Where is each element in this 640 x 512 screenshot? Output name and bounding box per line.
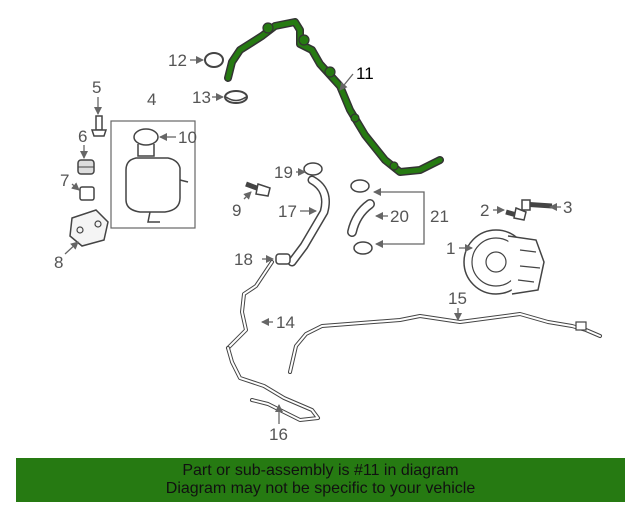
bolt-part-9[interactable] (245, 181, 271, 197)
leader-21-upper (373, 188, 425, 216)
part-label-4: 4 (147, 90, 156, 109)
part-label-21: 21 (430, 207, 449, 226)
part-label-16: 16 (269, 425, 288, 444)
power-steering-pump-part-1[interactable] (463, 229, 545, 295)
leader-21-lower (375, 216, 425, 248)
return-hose-part-17[interactable] (287, 175, 330, 267)
o-ring-part-12[interactable] (204, 52, 224, 68)
banner-line-disclaimer: Diagram may not be specific to your vehi… (165, 480, 476, 497)
part-label-12: 12 (168, 51, 187, 70)
part-label-2: 2 (480, 201, 489, 220)
part-label-15: 15 (448, 289, 467, 308)
leader-9 (243, 191, 252, 200)
part-label-6: 6 (78, 127, 87, 146)
pipe-part-14[interactable] (226, 260, 274, 350)
part-label-20: 20 (390, 207, 409, 226)
part-label-19: 19 (274, 163, 293, 182)
part-label-14: 14 (276, 313, 295, 332)
clamp-part-21-lower[interactable] (353, 241, 373, 255)
part-label-8: 8 (54, 253, 63, 272)
bolt-part-5[interactable] (90, 115, 108, 137)
part-label-7: 7 (60, 171, 69, 190)
pressure-hose-part-11[interactable] (224, 18, 444, 176)
part-label-5: 5 (92, 78, 101, 97)
seal-part-13[interactable] (224, 90, 248, 104)
clamp-part-21-upper[interactable] (350, 179, 370, 193)
part-label-9: 9 (232, 201, 241, 220)
part-label-3: 3 (563, 198, 572, 217)
leader-7 (71, 182, 80, 191)
part-label-18: 18 (234, 250, 253, 269)
reservoir-cap-part-10[interactable] (133, 128, 159, 157)
bolt-part-3[interactable] (521, 199, 553, 211)
part-label-1: 1 (446, 239, 455, 258)
grommet-part-6[interactable] (77, 159, 95, 175)
reservoir-part-4[interactable] (110, 120, 196, 229)
return-pipe-part-16[interactable] (226, 346, 320, 422)
parts-diagram: 12 13 5 4 10 6 7 8 11 19 9 17 18 20 21 2… (54, 18, 602, 444)
part-label-17: 17 (278, 202, 297, 221)
bracket-part-8[interactable] (69, 209, 109, 247)
info-banner: Part or sub-assembly is #11 in diagram D… (16, 458, 625, 502)
part-label-10: 10 (178, 128, 197, 147)
banner-line-part: Part or sub-assembly is #11 in diagram (182, 462, 459, 479)
clamp-part-19[interactable] (303, 162, 323, 176)
part-label-13: 13 (192, 88, 211, 107)
leader-8 (64, 241, 79, 255)
part-label-11: 11 (356, 64, 374, 83)
clamp-part-18[interactable] (275, 253, 291, 265)
cooler-line-part-15[interactable] (288, 312, 602, 374)
grommet-part-7[interactable] (79, 186, 95, 201)
leader-11 (339, 73, 354, 91)
hose-part-20[interactable] (347, 199, 375, 237)
